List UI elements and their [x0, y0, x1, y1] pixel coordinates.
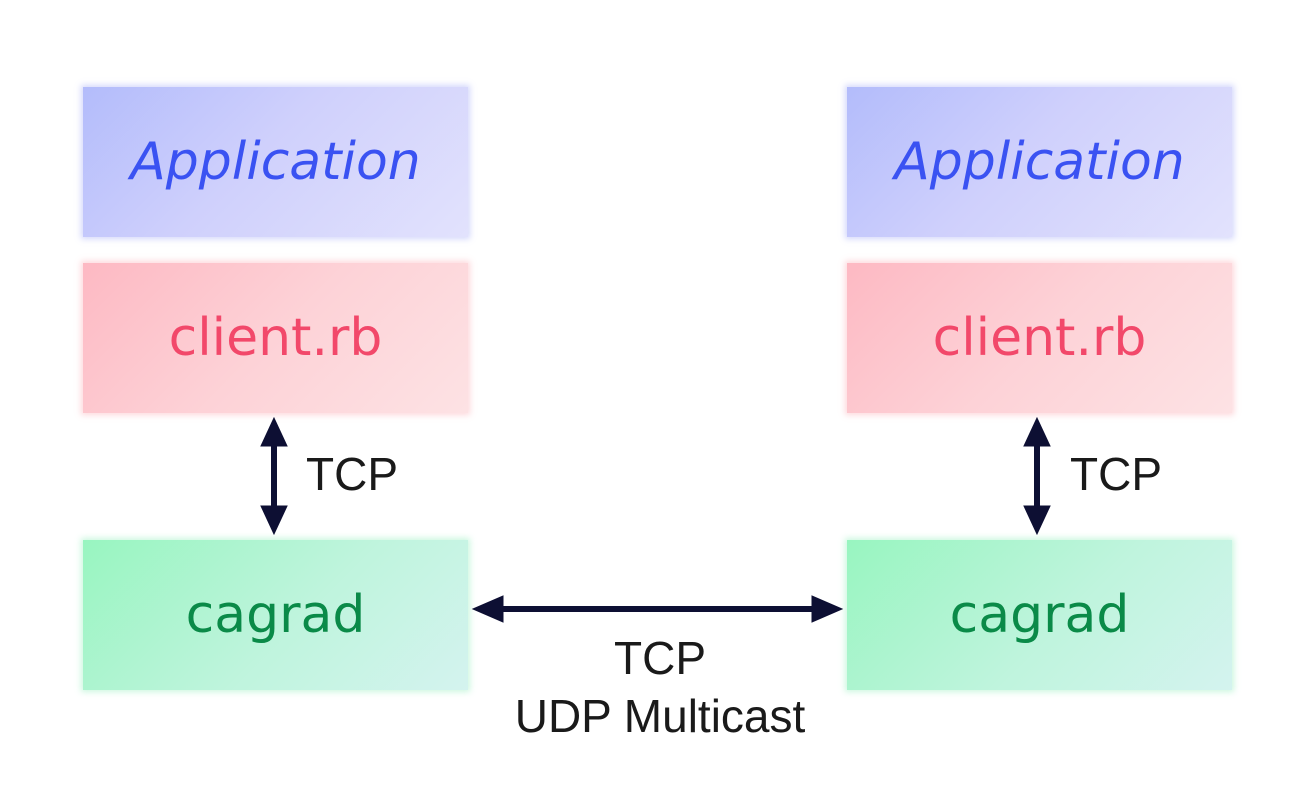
right-client-box: client.rb: [847, 263, 1232, 413]
right-application-box: Application: [847, 87, 1232, 237]
peer-link-label: TCP UDP Multicast: [460, 630, 860, 745]
left-client-label: client.rb: [168, 308, 383, 368]
right-client-label: client.rb: [932, 308, 1147, 368]
right-daemon-label: cagrad: [949, 585, 1130, 645]
right-tcp-arrow: [1023, 416, 1051, 536]
left-client-box: client.rb: [83, 263, 468, 413]
right-tcp-label: TCP: [1070, 448, 1162, 500]
peer-link-label-tcp: TCP: [614, 632, 706, 684]
left-tcp-arrow: [260, 416, 288, 536]
left-daemon-label: cagrad: [185, 585, 366, 645]
left-application-label: Application: [130, 132, 421, 192]
peer-link-arrow: [471, 595, 844, 623]
right-daemon-box: cagrad: [847, 540, 1232, 690]
right-application-label: Application: [894, 132, 1185, 192]
left-daemon-box: cagrad: [83, 540, 468, 690]
peer-link-label-udp: UDP Multicast: [514, 689, 806, 742]
left-application-box: Application: [83, 87, 468, 237]
left-tcp-label: TCP: [306, 448, 398, 500]
